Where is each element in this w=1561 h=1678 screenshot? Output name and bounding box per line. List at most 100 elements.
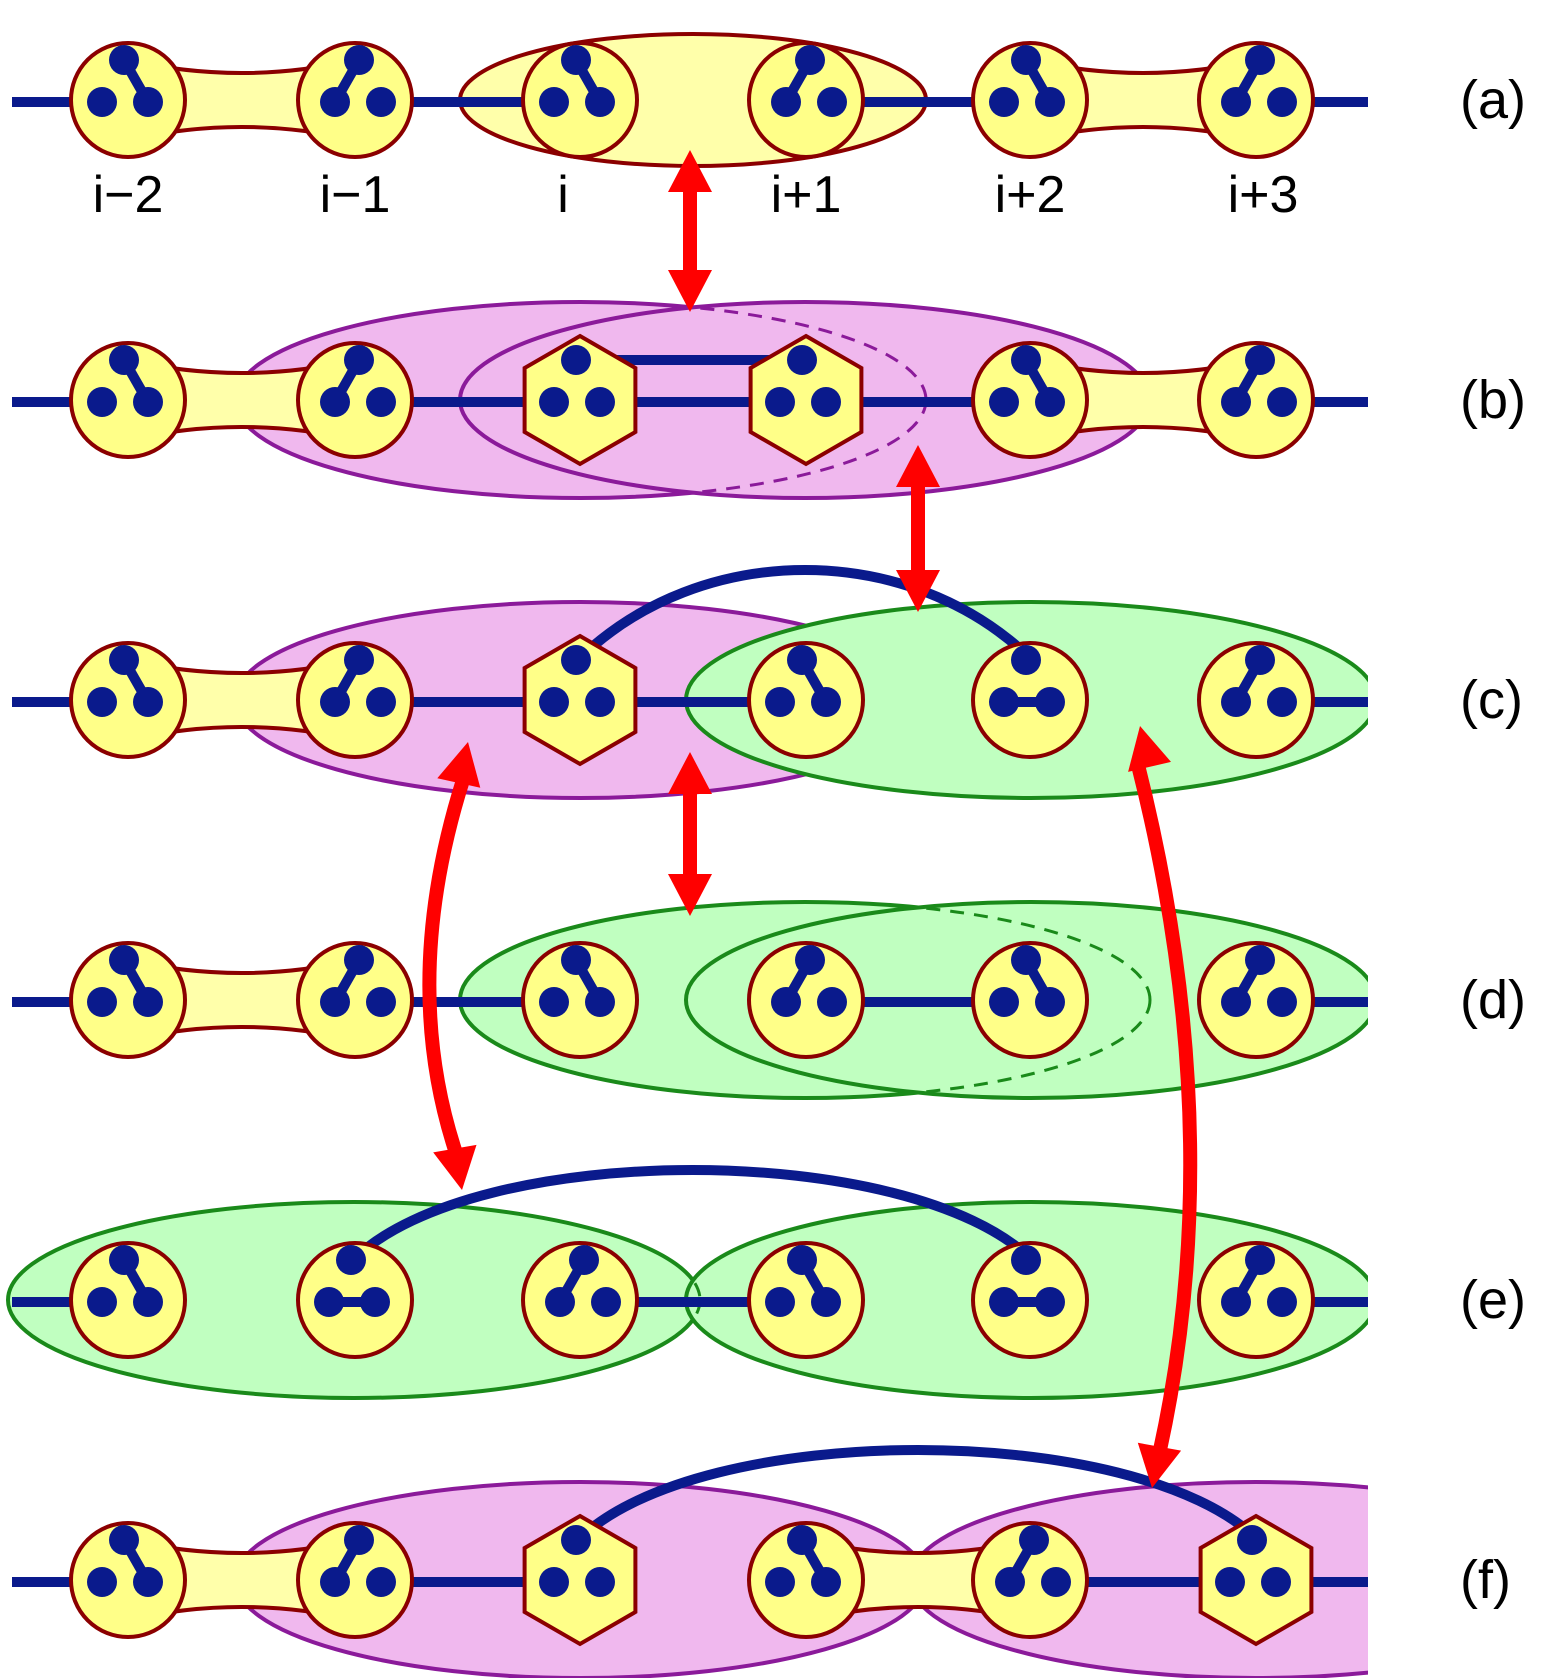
dot-2	[133, 1287, 163, 1317]
dot-2	[591, 1287, 621, 1317]
hexagon-site-icon	[1198, 1513, 1314, 1647]
row-label-a: (a)	[1460, 70, 1526, 130]
dot-1	[320, 687, 350, 717]
circle-site-icon	[521, 941, 639, 1059]
dot-2	[1267, 87, 1297, 117]
site-a-4	[971, 41, 1089, 159]
circle-site-icon	[1197, 941, 1315, 1059]
circle-site-icon	[971, 941, 1089, 1059]
hexagon-site-icon	[522, 633, 638, 767]
dot-1	[989, 1287, 1019, 1317]
dot-0	[1245, 945, 1275, 975]
circle-site-icon	[69, 641, 187, 759]
dot-right	[1261, 1567, 1291, 1597]
hexagon-site-icon	[522, 333, 638, 467]
site-label-i: i	[557, 166, 569, 224]
dot-1	[320, 387, 350, 417]
dot-2	[1041, 1567, 1071, 1597]
site-b-3	[748, 333, 864, 467]
arc-bond-c-2-4	[573, 565, 1037, 665]
dot-0	[1011, 945, 1041, 975]
site-c-0	[69, 641, 187, 759]
dot-right	[585, 687, 615, 717]
circle-site-icon	[69, 341, 187, 459]
dot-0	[344, 1525, 374, 1555]
circle-site-icon	[1197, 641, 1315, 759]
dot-0	[109, 45, 139, 75]
dot-2	[1035, 387, 1065, 417]
circle-site-icon	[1197, 341, 1315, 459]
site-a-2	[521, 41, 639, 159]
circle-site-icon	[69, 1521, 187, 1639]
dot-0	[109, 645, 139, 675]
site-d-2	[521, 941, 639, 1059]
dot-left	[765, 387, 795, 417]
dot-1	[1221, 1287, 1251, 1317]
circle-site-icon	[971, 1521, 1089, 1639]
row-label-e: (e)	[1460, 1270, 1526, 1330]
dot-1	[314, 1287, 344, 1317]
dot-0	[1011, 45, 1041, 75]
site-c-1	[296, 641, 414, 759]
site-f-1	[296, 1521, 414, 1639]
circle-site-icon	[971, 41, 1089, 159]
arrow-c-f-head-bottom	[1137, 1442, 1182, 1488]
dot-0	[795, 45, 825, 75]
dot-2	[360, 1287, 390, 1317]
circle-site-icon	[296, 941, 414, 1059]
dot-right	[585, 1567, 615, 1597]
dot-0	[1245, 345, 1275, 375]
site-b-4	[971, 341, 1089, 459]
dot-top	[1237, 1525, 1267, 1555]
dot-right	[811, 387, 841, 417]
dot-0	[1245, 1245, 1275, 1275]
site-f-4	[971, 1521, 1089, 1639]
arrow-b-c-head-top	[896, 445, 940, 487]
dot-0	[109, 1245, 139, 1275]
circle-site-icon	[69, 1241, 187, 1359]
dot-0	[1011, 1245, 1041, 1275]
site-a-1	[296, 41, 414, 159]
dot-0	[1011, 645, 1041, 675]
circle-site-icon	[69, 41, 187, 159]
dot-2	[133, 87, 163, 117]
arrow-b-c-head-bottom	[896, 570, 940, 612]
circle-site-icon	[296, 1521, 414, 1639]
circle-site-icon	[1197, 41, 1315, 159]
arc-bond-e-1-4	[348, 1165, 1037, 1265]
dot-2	[1035, 87, 1065, 117]
dot-0	[795, 945, 825, 975]
dot-1	[989, 687, 1019, 717]
dot-1	[771, 987, 801, 1017]
dot-2	[1035, 987, 1065, 1017]
dot-0	[561, 945, 591, 975]
site-b-0	[69, 341, 187, 459]
dot-0	[1245, 645, 1275, 675]
circle-site-icon	[747, 1241, 865, 1359]
dot-1	[771, 87, 801, 117]
dot-2	[366, 387, 396, 417]
row-label-b: (b)	[1460, 370, 1526, 430]
dot-1	[1221, 987, 1251, 1017]
dot-2	[811, 1567, 841, 1597]
circle-site-icon	[521, 1241, 639, 1359]
site-d-0	[69, 941, 187, 1059]
cluster-overlap-outline-d-1	[684, 900, 1368, 1100]
dot-1	[320, 987, 350, 1017]
arrow-c-f-shaft	[1131, 763, 1198, 1452]
dot-0	[787, 1245, 817, 1275]
row-label-c: (c)	[1460, 670, 1523, 730]
circle-site-icon	[296, 41, 414, 159]
row-label-f: (f)	[1460, 1550, 1511, 1610]
dot-2	[811, 687, 841, 717]
site-b-1	[296, 341, 414, 459]
arrow-c-e-shaft	[422, 777, 470, 1153]
site-b-2	[522, 333, 638, 467]
arrow-c-d-head-top	[668, 752, 712, 794]
dot-0	[1011, 345, 1041, 375]
dot-left	[539, 1567, 569, 1597]
circle-site-icon	[747, 1521, 865, 1639]
dot-1	[765, 1287, 795, 1317]
site-a-5	[1197, 41, 1315, 159]
